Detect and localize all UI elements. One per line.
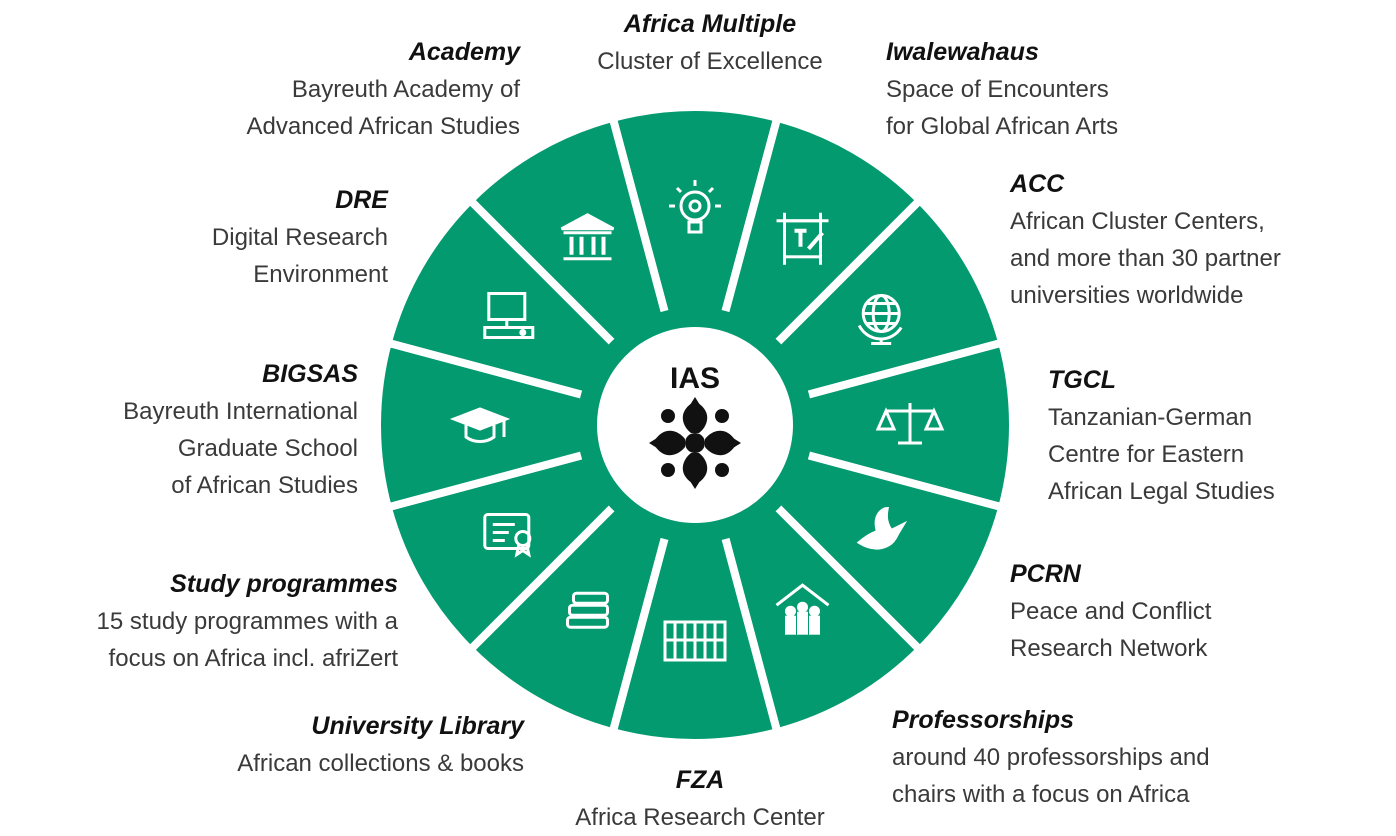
label-title: BIGSAS (262, 360, 358, 388)
label-line: and more than 30 partner (1010, 245, 1281, 272)
building-icon (663, 620, 727, 662)
label-title: Iwalewahaus (886, 38, 1039, 66)
books-icon (566, 591, 609, 629)
label-title: PCRN (1010, 560, 1081, 588)
label-line: universities worldwide (1010, 282, 1244, 309)
hub-title: IAS (669, 362, 720, 395)
label-africa-multiple: Africa Multiple Cluster of Excellence (560, 12, 860, 80)
label-line: 15 study programmes with a (96, 608, 398, 635)
label-title: FZA (675, 766, 725, 794)
label-acc: ACC African Cluster Centers, and more tha… (1010, 172, 1281, 314)
label-line: chairs with a focus on Africa (892, 781, 1190, 808)
label-line: Peace and Conflict (1010, 598, 1212, 625)
label-line: of African Studies (171, 472, 358, 499)
art-canvas-icon (776, 212, 829, 265)
label-line: Bayreuth Academy of (291, 76, 520, 103)
label-iwalewahaus: Iwalewahaus Space of Encounters for Globa… (886, 40, 1118, 145)
label-line: around 40 professorships and (892, 744, 1210, 771)
label-title: ACC (1010, 170, 1065, 198)
institution-icon (560, 213, 615, 261)
label-study-programmes: Study programmes 15 study programmes wit… (97, 572, 398, 677)
label-title: Academy (408, 38, 520, 66)
label-title: Professorships (892, 706, 1075, 734)
graduation-cap-icon (449, 407, 511, 443)
label-line: Environment (253, 261, 388, 288)
label-title: Study programmes (170, 570, 398, 598)
people-house-icon (775, 583, 830, 635)
label-title: Africa Multiple (623, 10, 797, 38)
label-line: Tanzanian-German (1048, 404, 1253, 431)
label-line: Space of Encounters (886, 76, 1109, 103)
certificate-icon (483, 513, 532, 558)
label-line: Bayreuth International (123, 398, 358, 425)
label-line: Graduate School (177, 435, 358, 462)
label-line: focus on Africa incl. afriZert (108, 645, 398, 672)
adinkra-emblem-icon (649, 397, 741, 489)
label-library: University Library African collections &… (237, 714, 524, 782)
label-line: Advanced African Studies (246, 113, 520, 140)
label-line: African collections & books (237, 750, 524, 777)
label-line: Digital Research (211, 224, 388, 251)
label-line: Africa Research Center (575, 804, 825, 831)
lightbulb-gear-icon (669, 180, 721, 234)
label-fza: FZA Africa Research Center (540, 768, 860, 836)
globe-icon (857, 294, 903, 345)
label-title: University Library (311, 712, 524, 740)
label-title: DRE (335, 186, 388, 214)
label-line: African Legal Studies (1048, 478, 1275, 505)
label-line: Research Network (1010, 635, 1208, 662)
label-title: TGCL (1048, 366, 1117, 394)
computer-icon (483, 292, 535, 339)
label-line: Centre for Eastern (1048, 441, 1245, 468)
label-professorships: Professorships around 40 professorships … (892, 708, 1210, 813)
label-academy: Academy Bayreuth Academy of Advanced Afri… (246, 40, 520, 145)
label-line: for Global African Arts (886, 113, 1119, 140)
label-line: Cluster of Excellence (597, 48, 823, 75)
dove-icon (856, 506, 908, 550)
scales-icon (875, 403, 945, 445)
label-line: African Cluster Centers, (1010, 208, 1265, 235)
